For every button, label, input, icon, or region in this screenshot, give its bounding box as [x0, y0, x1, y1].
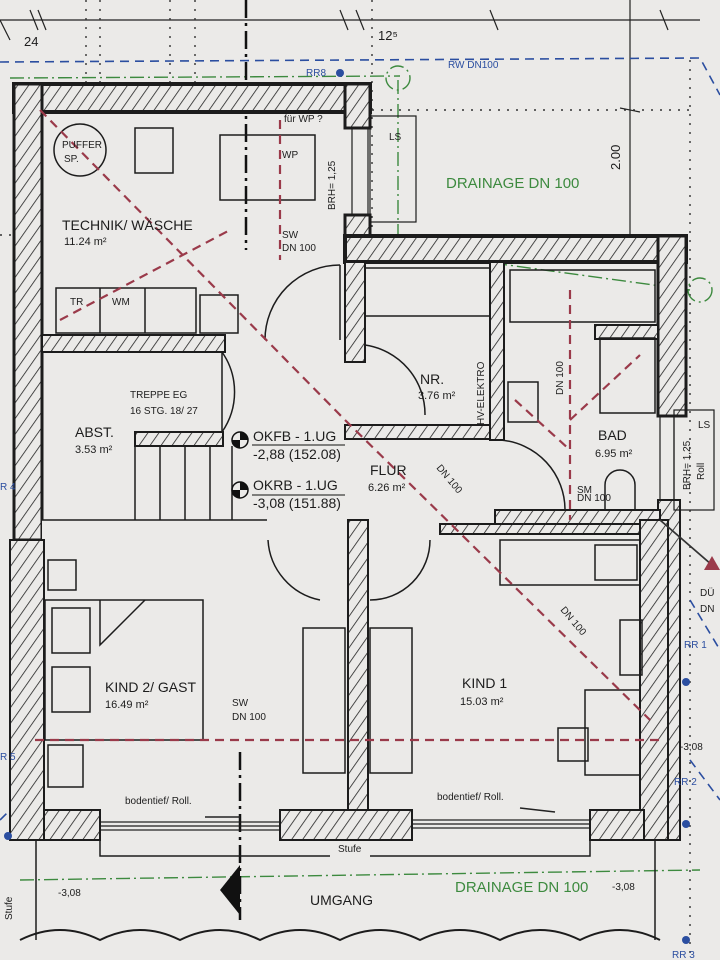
- okrb-label: OKRB - 1.UG: [253, 477, 338, 493]
- wm-label: WM: [112, 297, 130, 308]
- stair-line2: 16 STG. 18/ 27: [130, 406, 198, 417]
- room-name-abst: ABST.: [75, 424, 114, 440]
- dim-24-left: 24: [24, 34, 38, 49]
- downpipe-arrow: [659, 519, 713, 566]
- kind2-window-label: bodentief/ Roll.: [125, 796, 192, 807]
- stufe-label: Stufe: [338, 844, 362, 855]
- puffer-sp-label: SP.: [64, 154, 79, 165]
- rr4-label: R 4: [0, 482, 16, 493]
- hv-elektro-label: HV-ELEKTRO: [476, 361, 487, 425]
- room-name-kind1: KIND 1: [462, 675, 507, 691]
- fur-wp-label: für WP ?: [284, 114, 323, 125]
- arrow-head-icon: [704, 556, 720, 570]
- room-name-kind2: KIND 2/ GAST: [105, 679, 196, 695]
- door-swings: [221, 264, 566, 601]
- walls: [9, 82, 688, 841]
- drainage-bottom-label: DRAINAGE DN 100: [455, 879, 588, 896]
- room-area-technik: 11.24 m²: [64, 236, 107, 248]
- tr-label: TR: [70, 297, 83, 308]
- furniture: [19, 123, 661, 942]
- windows: [99, 115, 715, 831]
- room-name-flur: FLUR: [370, 462, 407, 478]
- section-line: [238, 0, 248, 920]
- brh-top-label: BRH= 1,25: [327, 160, 338, 210]
- wp-label: WP: [282, 150, 298, 161]
- roll-right-label: Roll: [696, 463, 707, 480]
- stufe-left-label: Stufe: [4, 896, 15, 920]
- drainage-top-label: DRAINAGE DN 100: [446, 175, 579, 192]
- du-dn-label: DN: [700, 604, 714, 615]
- rw-label: RW DN100: [448, 60, 499, 71]
- slide-arrow-right: [519, 807, 556, 813]
- room-name-technik: TECHNIK/ WÄSCHE: [62, 217, 193, 233]
- du-label: DÜ: [700, 587, 714, 599]
- rr5-label: R 5: [0, 752, 16, 763]
- sw-bottom-dn-label: DN 100: [232, 712, 266, 723]
- dim-12-5: 12⁵: [378, 28, 398, 43]
- sw-top-dn-label: DN 100: [282, 243, 316, 254]
- dn-flur-label: DN 100: [434, 463, 465, 496]
- stair-line1: TREPPE EG: [130, 390, 187, 401]
- room-area-abst: 3.53 m²: [75, 444, 113, 456]
- ls-top-label: LS: [389, 132, 402, 143]
- room-area-bad: 6.95 m²: [595, 448, 633, 460]
- rr8-label: RR8: [306, 68, 326, 79]
- rr3-label: RR 3: [672, 950, 695, 960]
- sw-bottom-label: SW: [232, 698, 249, 709]
- section-arrow-icon: [220, 865, 240, 915]
- room-area-nr: 3.76 m²: [418, 390, 456, 402]
- downspout-markers: [4, 69, 690, 944]
- dim-2-00: 2.00: [608, 145, 623, 170]
- level-outside-right: -3,08: [612, 882, 635, 893]
- sw-top-label: SW: [282, 230, 299, 241]
- room-name-bad: BAD: [598, 427, 627, 443]
- level-marker-icons: [231, 431, 345, 499]
- rr1-label: RR 1: [684, 640, 707, 651]
- dimension-lines: [0, 0, 700, 240]
- ls-right-label: LS: [698, 420, 711, 431]
- okfb-label: OKFB - 1.UG: [253, 428, 336, 444]
- puffer-label: PUFFER: [62, 140, 102, 151]
- rr2-label: RR 2: [674, 777, 697, 788]
- sm-bad-label: SM: [577, 485, 592, 496]
- room-area-kind2: 16.49 m²: [105, 699, 149, 711]
- room-name-nr: NR.: [420, 371, 444, 387]
- okfb-value: -2,88 (152.08): [253, 446, 341, 462]
- level-outside-mid-right: -3,08: [680, 742, 703, 753]
- okrb-value: -3,08 (151.88): [253, 495, 341, 511]
- kind1-window-label: bodentief/ Roll.: [437, 792, 504, 803]
- brh-right-label: BRH= 1,25: [682, 440, 693, 490]
- dn-bad-label: DN 100: [555, 361, 566, 395]
- room-area-flur: 6.26 m²: [368, 482, 406, 494]
- room-area-kind1: 15.03 m²: [460, 696, 504, 708]
- level-outside-left: -3,08: [58, 888, 81, 899]
- sm-bad-dn-label: DN 100: [577, 493, 611, 504]
- room-name-umgang: UMGANG: [310, 892, 373, 908]
- sewer-lines: [35, 109, 660, 742]
